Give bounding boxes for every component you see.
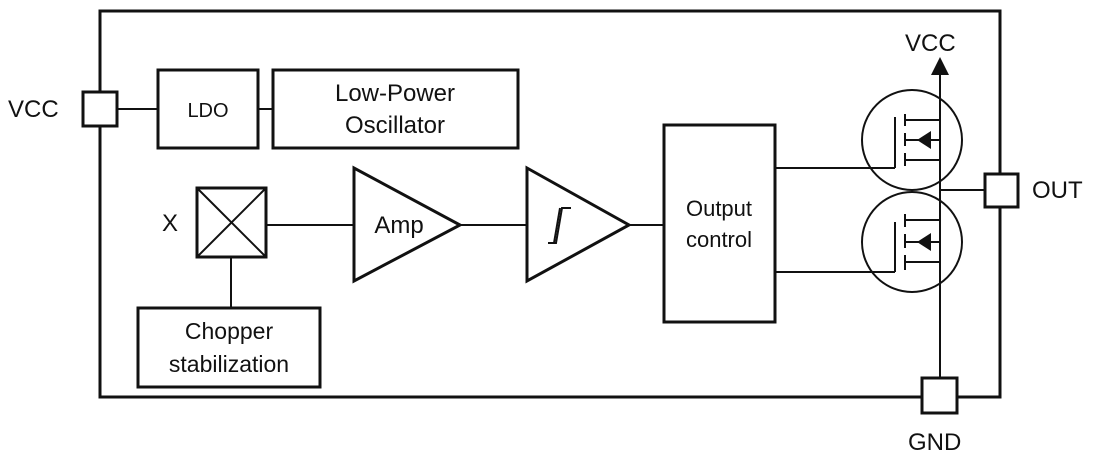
- amp-label: Amp: [374, 212, 423, 239]
- out-pin: [983, 172, 1020, 209]
- hysteresis-icon: [548, 207, 571, 244]
- hall-element-icon: [195, 186, 268, 259]
- oscillator-label-line1: Low-Power: [335, 80, 455, 107]
- chopper-block: [136, 306, 322, 389]
- gnd-pin: [920, 376, 959, 415]
- schmitt-trigger-triangle: [525, 165, 633, 284]
- chopper-label-line2: stabilization: [169, 351, 289, 377]
- output-control-label-line1: Output: [686, 196, 752, 221]
- ldo-label: LDO: [187, 100, 228, 122]
- amp-triangle: [352, 165, 464, 284]
- oscillator-label-line2: Oscillator: [345, 112, 445, 139]
- vcc-left-label: VCC: [8, 96, 59, 123]
- gnd-label: GND: [908, 429, 961, 456]
- vcc-pin: [81, 90, 119, 128]
- chopper-label-line1: Chopper: [185, 318, 274, 344]
- oscillator-block: [271, 68, 520, 150]
- vcc-top-label: VCC: [905, 30, 956, 57]
- hall-label: X: [162, 210, 178, 237]
- output-control-label-line2: control: [686, 227, 752, 252]
- vcc-arrow-icon: [931, 57, 949, 75]
- out-label: OUT: [1032, 177, 1083, 204]
- output-control-block: [662, 123, 777, 324]
- ldo-block: [156, 68, 260, 150]
